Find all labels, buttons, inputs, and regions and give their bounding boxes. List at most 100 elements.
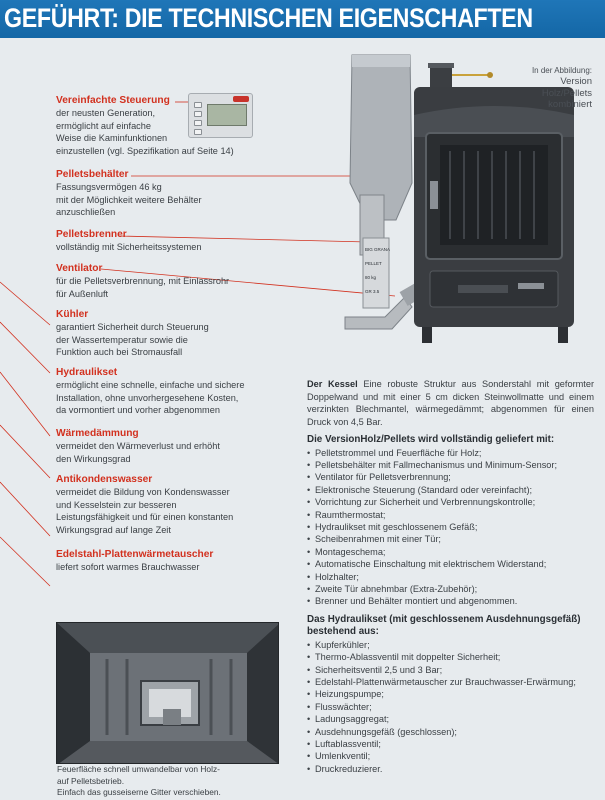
list-item: Sicherheitsventil 2,5 und 3 Bar;	[307, 664, 594, 677]
hydraulic-list: Kupferkühler; Thermo-Ablassventil mit do…	[307, 639, 594, 776]
feature-item: Ventilator für die Pelletsverbrennung, m…	[56, 263, 286, 300]
feature-line: Weise die Kaminfunktionen	[56, 133, 168, 143]
feature-line: und Kesselstein zur besseren	[56, 499, 177, 510]
caption-line: kombiniert	[548, 99, 592, 110]
list-item: Pelletstrommel und Feuerfläche für Holz;	[307, 447, 594, 460]
feature-title: Antikondenswasser	[56, 474, 153, 485]
feature-line: der Wassertemperatur sowie die	[56, 334, 188, 345]
illustration-caption: In der Abbildung: Version Holz/Pellets k…	[512, 66, 592, 111]
controller-button	[194, 120, 202, 126]
delivery-title: Die VersionHolz/Pellets wird vollständig…	[307, 434, 555, 445]
feature-line: vermeidet den Wärmeverlust und erhöht	[56, 441, 220, 451]
feature-line: ermöglicht auf einfache	[56, 120, 151, 131]
feature-item: Edelstahl-Plattenwärmetauscher liefert s…	[56, 549, 286, 574]
list-item: Ausdehnungsgefäß (geschlossen);	[307, 726, 594, 739]
caption-small: In der Abbildung:	[531, 66, 592, 75]
feature-title: Pelletsbehälter	[56, 169, 129, 180]
feature-line: der neusten Generation,	[56, 108, 156, 118]
leader-line	[0, 321, 51, 374]
feature-item: Kühler garantiert Sicherheit durch Steue…	[56, 309, 286, 359]
feature-line: liefert sofort warmes Brauchwasser	[56, 562, 200, 572]
feature-line: für Außenluft	[56, 288, 109, 299]
list-item: Umlenkventil;	[307, 750, 594, 763]
feature-title: Wärmedämmung	[56, 428, 139, 439]
list-item: Kupferkühler;	[307, 639, 594, 652]
feature-title: Kühler	[56, 309, 89, 320]
kessel-paragraph: Der Kessel Eine robuste Struktur aus Son…	[307, 378, 594, 428]
list-item: Montageschema;	[307, 546, 594, 559]
feature-line: Funktion auch bei Stromausfall	[56, 347, 183, 357]
list-item: Flusswächter;	[307, 701, 594, 714]
feature-line: für die Pelletsverbrennung, mit Einlassr…	[56, 276, 230, 286]
feature-title: Vereinfachte Steuerung	[56, 95, 170, 106]
feature-item: Vereinfachte Steuerung der neusten Gener…	[56, 95, 286, 157]
feature-title: Ventilator	[56, 263, 103, 274]
controller-display	[207, 104, 247, 126]
feature-line: da vormontiert und vorher abgenommen	[56, 405, 220, 415]
page-header: GEFÜHRT: DIE TECHNISCHEN EIGENSCHAFTEN	[0, 0, 605, 38]
feature-item: Pelletsbehälter Fassungsvermögen 46 kg m…	[56, 169, 286, 219]
feature-line: Fassungsvermögen 46 kg	[56, 182, 162, 192]
list-item: Edelstahl-Plattenwärmetauscher zur Brauc…	[307, 676, 594, 689]
feature-line: Leistungsfähigkeit und für einen konstan…	[56, 512, 234, 522]
list-item: Scheibenrahmen mit einer Tür;	[307, 533, 594, 546]
hydraulic-title-line: Das Hydraulikset (mit geschlossenem Ausd…	[307, 613, 581, 625]
controller-button	[194, 111, 202, 117]
feature-line: vermeidet die Bildung von Kondenswasser	[56, 487, 230, 497]
hydraulic-title: Das Hydraulikset (mit geschlossenem Ausd…	[307, 614, 594, 639]
controller-button	[194, 102, 202, 108]
feature-item: Antikondenswasser vermeidet die Bildung …	[56, 474, 286, 536]
leader-line	[0, 424, 51, 479]
controller-button	[194, 129, 202, 135]
list-item: Zweite Tür abnehmbar (Extra-Zubehör);	[307, 583, 594, 596]
list-item: Hydraulikset mit geschlossenem Gefäß;	[307, 521, 594, 534]
list-item: Vorrichtung zur Sicherheit und Verbrennu…	[307, 496, 594, 509]
feature-line: anzuschließen	[56, 207, 116, 217]
leader-line	[0, 371, 51, 437]
svg-text:PELLET: PELLET	[365, 261, 382, 266]
photo-caption-line: auf Pelletsbetrieb.	[57, 775, 125, 786]
feature-line: Wirkungsgrad auf lange Zeit	[56, 524, 171, 535]
controller-image	[188, 93, 253, 138]
feature-line: ermöglicht eine schnelle, einfache und s…	[56, 380, 245, 390]
delivery-list: Pelletstrommel und Feuerfläche für Holz;…	[307, 447, 594, 609]
list-item: Pelletsbehälter mit Fallmechanismus und …	[307, 459, 594, 472]
feature-title: Hydraulikset	[56, 367, 118, 378]
photo-caption: Feuerfläche schnell umwandelbar von Holz…	[57, 764, 297, 799]
svg-text:80 kg: 80 kg	[365, 275, 377, 280]
feature-line: Installation, ohne unvorhergesehene Kost…	[56, 392, 239, 403]
caption-line: Version	[560, 76, 592, 87]
leader-line	[0, 281, 51, 326]
feature-line: vollständig mit Sicherheitssystemen	[56, 242, 202, 252]
feature-line: einzustellen (vgl. Spezifikation auf Sei…	[56, 145, 234, 156]
list-item: Luftablassventil;	[307, 738, 594, 751]
list-item: Holzhalter;	[307, 571, 594, 584]
kessel-lead: Der Kessel	[307, 379, 358, 389]
leader-line	[0, 481, 51, 537]
photo-caption-line: Feuerfläche schnell umwandelbar von Holz…	[57, 764, 220, 774]
list-item: Heizungspumpe;	[307, 688, 594, 701]
hydraulic-title-line: bestehend aus:	[307, 626, 379, 638]
firebox-photo	[56, 622, 279, 764]
photo-caption-line: Einfach das gusseiserne Gitter verschieb…	[57, 787, 221, 798]
svg-text:GR 3.5: GR 3.5	[365, 289, 380, 294]
feature-line: mit der Möglichkeit weitere Behälter	[56, 194, 202, 205]
feature-title: Edelstahl-Plattenwärmetauscher	[56, 549, 214, 560]
feature-item: Hydraulikset ermöglicht eine schnelle, e…	[56, 367, 286, 417]
stove-illustration: BIG GRANA PELLET 80 kg GR 3.5	[344, 54, 574, 343]
list-item: Automatische Einschaltung mit elektrisch…	[307, 558, 594, 571]
page-title: GEFÜHRT: DIE TECHNISCHEN EIGENSCHAFTEN	[4, 3, 533, 33]
caption-line: Holz/Pellets	[541, 87, 592, 99]
feature-title: Pelletsbrenner	[56, 229, 127, 240]
list-item: Ventilator für Pelletsverbrennung;	[307, 471, 594, 484]
list-item: Druckreduzierer.	[307, 763, 594, 776]
svg-text:BIG GRANA: BIG GRANA	[365, 247, 390, 252]
list-item: Elektronische Steuerung (Standard oder v…	[307, 484, 594, 497]
spec-column: Der Kessel Eine robuste Struktur aus Son…	[307, 378, 594, 776]
list-item: Brenner und Behälter montiert und abgeno…	[307, 595, 594, 608]
list-item: Thermo-Ablassventil mit doppelter Sicher…	[307, 651, 594, 664]
feature-item: Wärmedämmung vermeidet den Wärmeverlust …	[56, 428, 286, 465]
leader-line	[0, 536, 51, 587]
brand-logo	[233, 96, 249, 102]
list-item: Ladungsaggregat;	[307, 713, 594, 726]
